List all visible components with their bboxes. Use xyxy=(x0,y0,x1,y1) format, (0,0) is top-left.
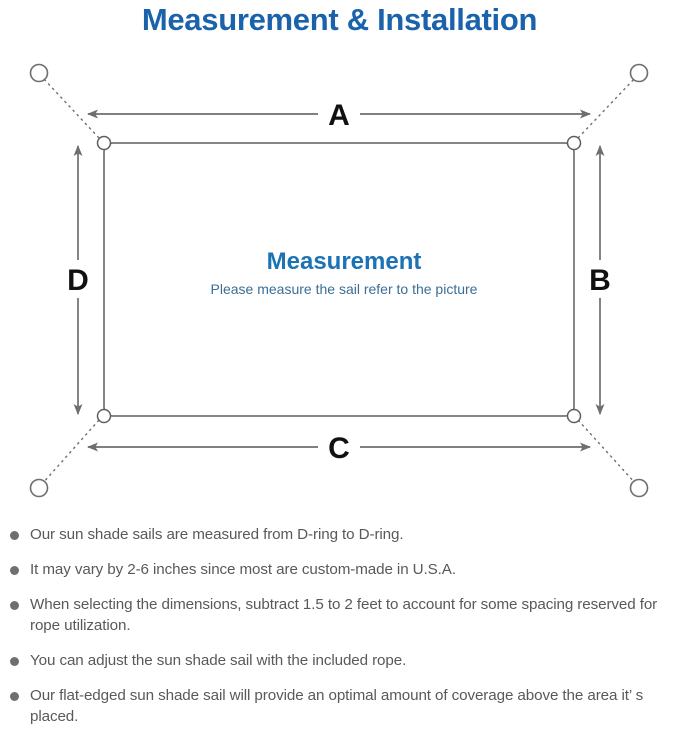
anchor-bottom-right-icon xyxy=(629,478,649,498)
measurement-heading: Measurement xyxy=(267,248,422,275)
dimension-a-label: A xyxy=(328,99,350,132)
dimension-d-label: D xyxy=(67,264,89,297)
page-title: Measurement & Installation xyxy=(141,2,538,37)
list-item: Our sun shade sails are measured from D-… xyxy=(0,524,679,545)
dimension-c: C xyxy=(87,432,591,465)
anchor-bottom-left-icon xyxy=(29,478,49,498)
list-item: You can adjust the sun shade sail with t… xyxy=(0,650,679,671)
dimension-c-label: C xyxy=(328,432,350,465)
rope-line-bottom-left xyxy=(41,419,100,485)
list-item: It may vary by 2-6 inches since most are… xyxy=(0,559,679,580)
bullet-icon xyxy=(10,566,19,575)
note-text: When selecting the dimensions, subtract … xyxy=(30,596,658,634)
rope-lines xyxy=(41,76,637,485)
dimension-b: B xyxy=(589,145,611,415)
bullet-icon xyxy=(10,531,19,540)
note-text: You can adjust the sun shade sail with t… xyxy=(30,652,407,669)
rope-line-top-left xyxy=(41,76,100,139)
dimension-a: A xyxy=(87,99,591,132)
rope-line-bottom-right xyxy=(577,419,637,485)
sail-body xyxy=(103,142,575,417)
list-item: Our flat-edged sun shade sail will provi… xyxy=(0,685,679,727)
bullet-icon xyxy=(10,657,19,666)
measurement-subheading: Please measure the sail refer to the pic… xyxy=(211,281,478,297)
notes-list: Our sun shade sails are measured from D-… xyxy=(0,524,679,741)
list-item: When selecting the dimensions, subtract … xyxy=(0,594,679,636)
sail-diagram-svg: A C D B Measurement Please measure the s… xyxy=(29,63,649,498)
d-ring-bottom-right-icon xyxy=(566,408,582,424)
bullet-icon xyxy=(10,692,19,701)
dimension-d: D xyxy=(67,145,89,415)
rope-line-top-right xyxy=(577,76,637,139)
d-ring-top-left-icon xyxy=(96,135,112,151)
d-ring-bottom-left-icon xyxy=(96,408,112,424)
note-text: Our flat-edged sun shade sail will provi… xyxy=(30,687,644,725)
note-text: Our sun shade sails are measured from D-… xyxy=(30,526,404,543)
anchor-points xyxy=(29,63,649,498)
d-ring-top-right-icon xyxy=(566,135,582,151)
anchor-top-left-icon xyxy=(29,63,49,83)
d-rings xyxy=(96,135,582,424)
bullet-icon xyxy=(10,601,19,610)
diagram-container: A C D B Measurement Please measure the s… xyxy=(0,48,679,518)
anchor-top-right-icon xyxy=(629,63,649,83)
dimension-b-label: B xyxy=(589,264,611,297)
note-text: It may vary by 2-6 inches since most are… xyxy=(30,561,456,578)
